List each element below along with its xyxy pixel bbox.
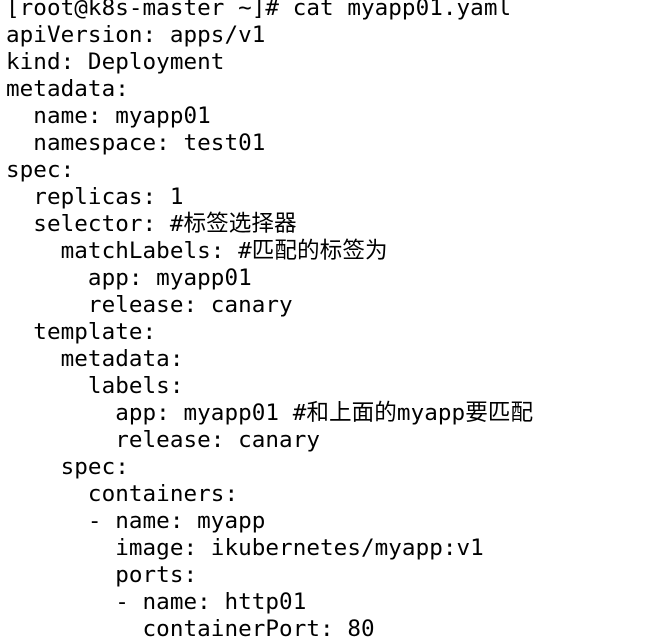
- terminal-line-2: kind: Deployment: [6, 49, 225, 75]
- terminal-line-10: app: myapp01: [6, 265, 252, 291]
- terminal-line-13: metadata:: [6, 346, 184, 372]
- terminal-line-19: - name: myapp: [6, 508, 266, 534]
- terminal-line-17: spec:: [6, 454, 129, 480]
- terminal-line-16: release: canary: [6, 427, 321, 453]
- terminal-line-12: template:: [6, 319, 157, 345]
- terminal-line-5: namespace: test01: [6, 130, 266, 156]
- terminal-line-21: ports:: [6, 562, 198, 588]
- terminal-line-6: spec:: [6, 157, 75, 183]
- terminal-line-14: labels:: [6, 373, 184, 399]
- terminal-line-15: app: myapp01 #和上面的myapp要匹配: [6, 400, 534, 426]
- shell-prompt-command: [root@k8s-master ~]# cat myapp01.yaml: [6, 0, 512, 21]
- terminal-line-3: metadata:: [6, 76, 129, 102]
- terminal-line-22: - name: http01: [6, 589, 307, 615]
- terminal-line-4: name: myapp01: [6, 103, 211, 129]
- terminal-line-11: release: canary: [6, 292, 293, 318]
- terminal-line-1: apiVersion: apps/v1: [6, 22, 266, 48]
- terminal-line-23: containerPort: 80: [6, 616, 375, 639]
- terminal-line-9: matchLabels: #匹配的标签为: [6, 238, 388, 264]
- terminal-line-7: replicas: 1: [6, 184, 184, 210]
- terminal-line-8: selector: #标签选择器: [6, 211, 297, 237]
- terminal-line-20: image: ikubernetes/myapp:v1: [6, 535, 484, 561]
- terminal-line-18: containers:: [6, 481, 239, 507]
